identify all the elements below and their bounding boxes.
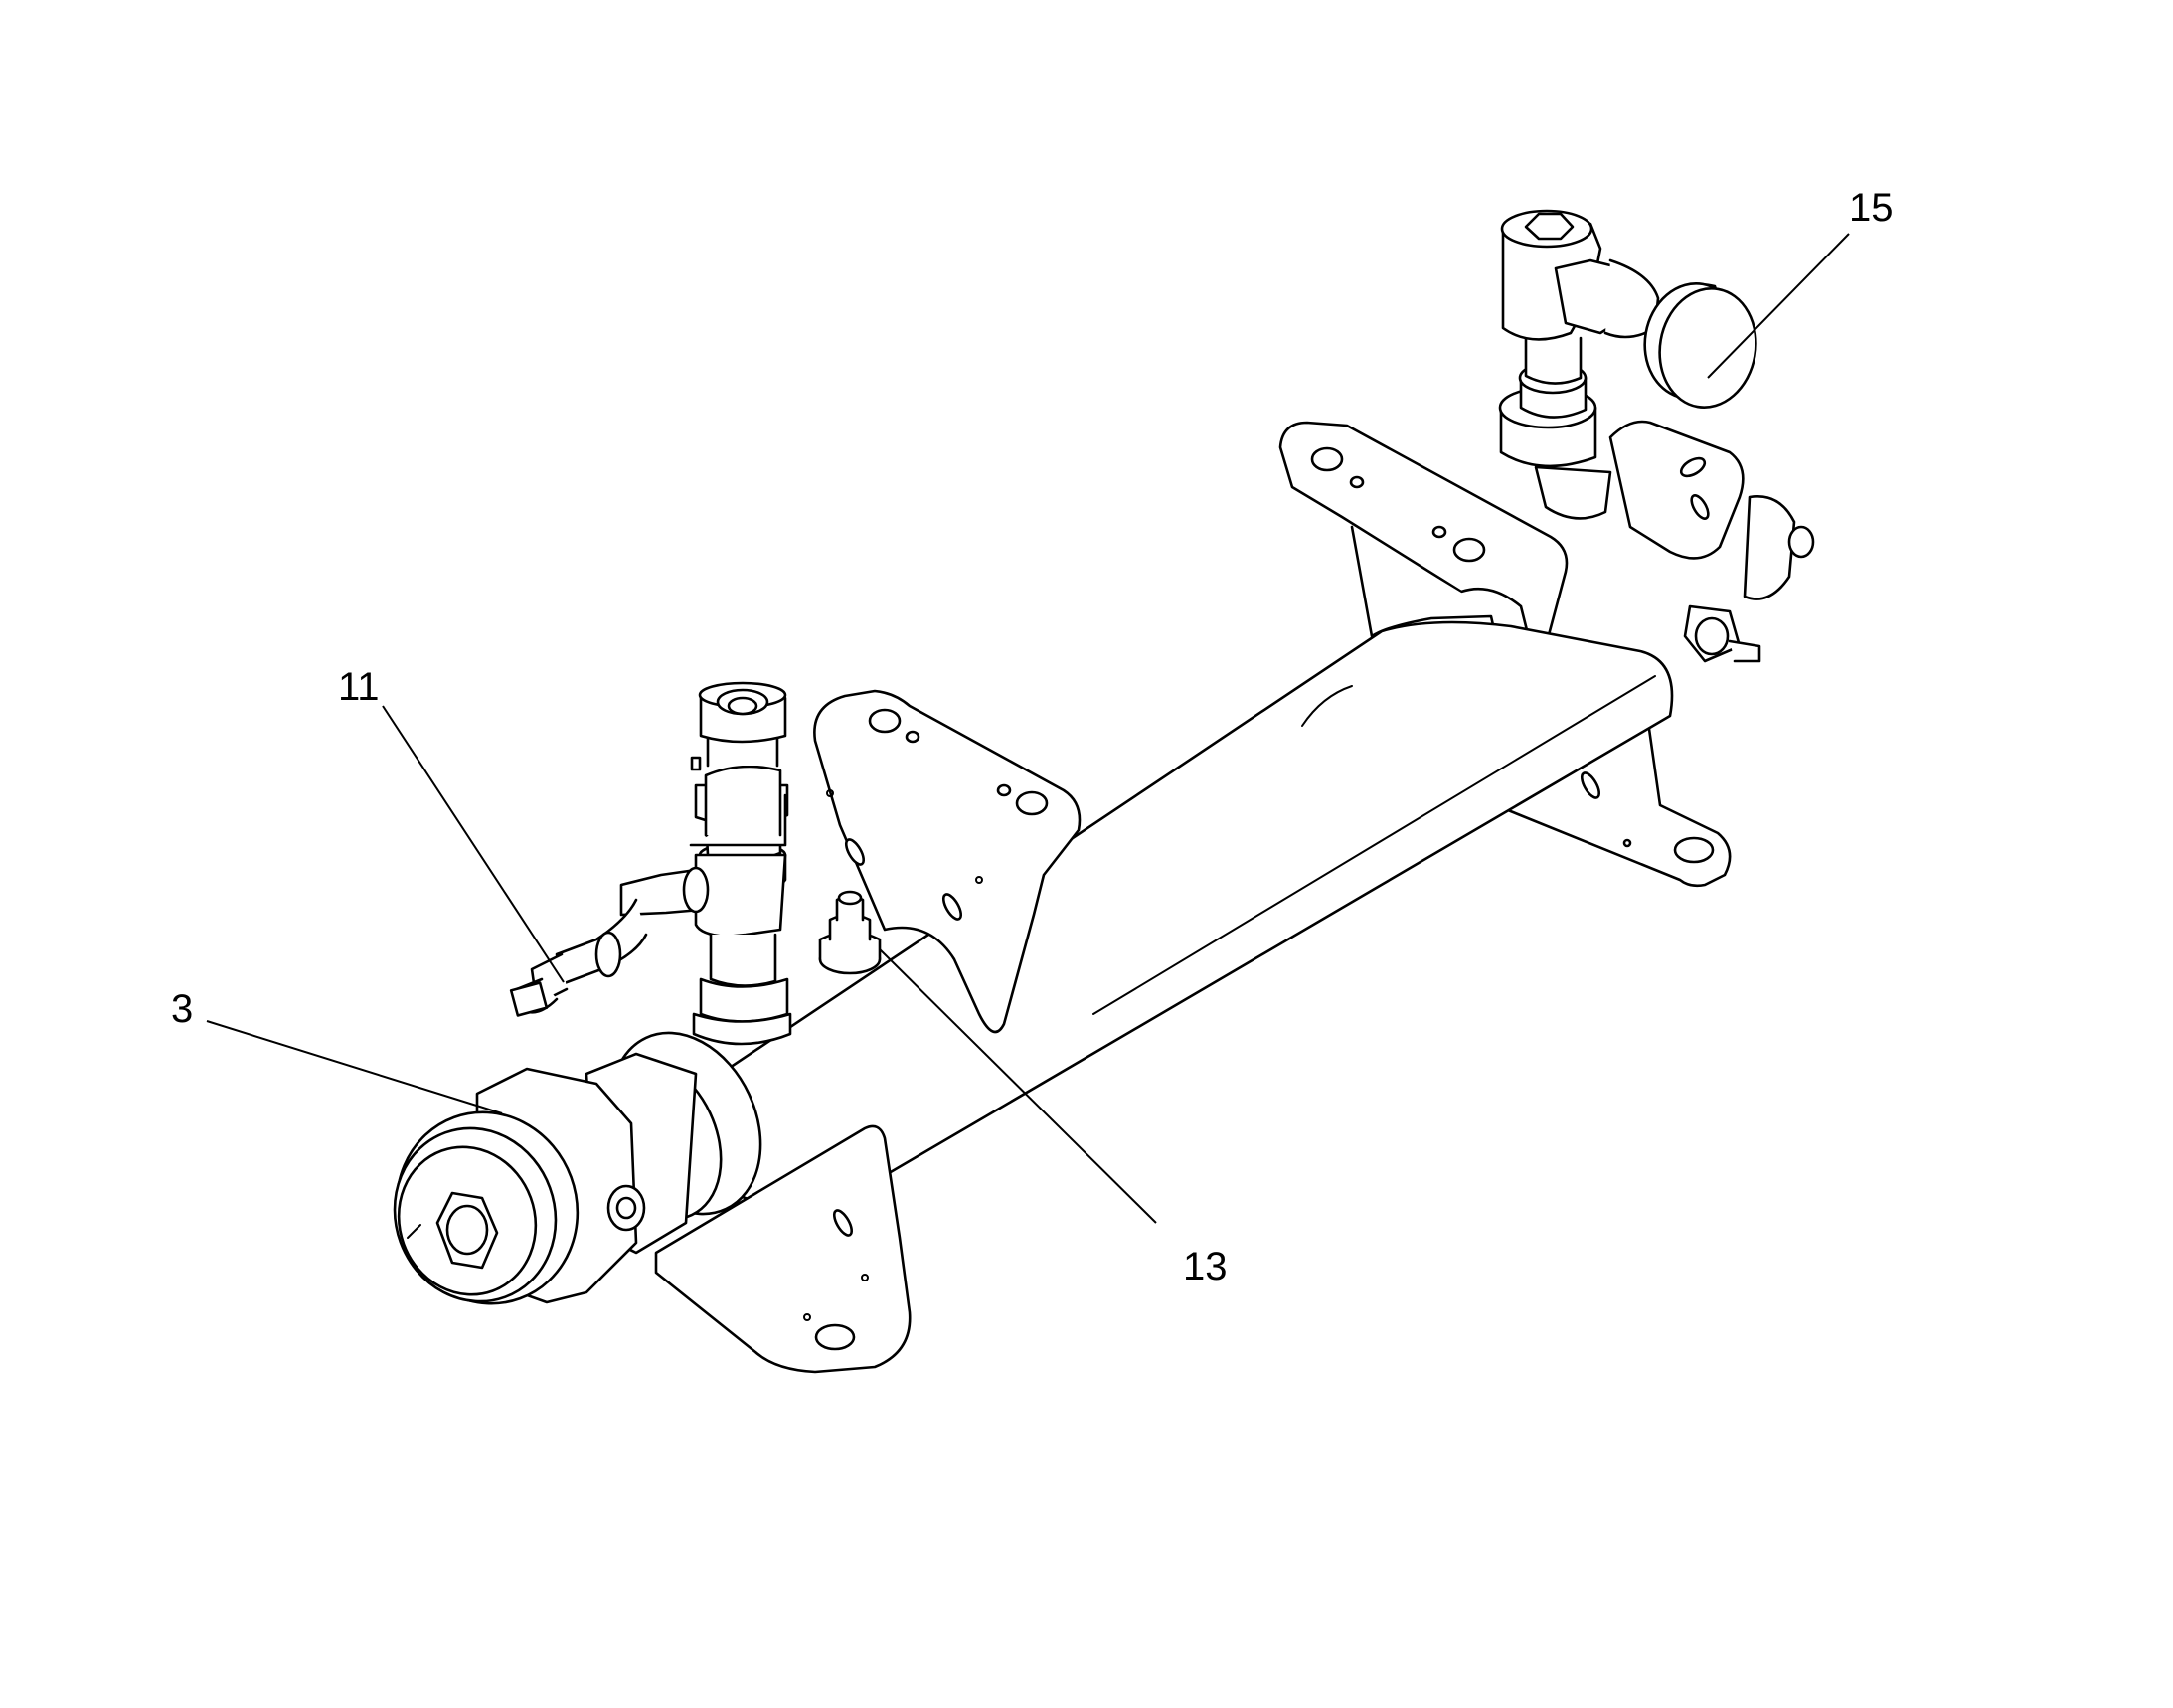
leader-lines: [206, 233, 1850, 1224]
callout-13: 13: [1183, 1245, 1228, 1288]
leader-15: [1707, 233, 1850, 379]
test-port-fitting: [818, 890, 882, 975]
callout-11: 11: [338, 665, 380, 709]
tee-fitting-assembly: [509, 681, 792, 1046]
leader-3: [206, 1020, 503, 1114]
lower-foot-bracket: [654, 1124, 912, 1374]
rear-mounting-bracket: [1278, 421, 1732, 888]
callout-3: 3: [171, 987, 193, 1031]
callout-15: 15: [1849, 186, 1894, 230]
leader-13: [879, 948, 1157, 1224]
leader-11: [382, 705, 565, 983]
front-mounting-bracket: [813, 689, 1082, 1034]
callout-labels: 3 11 13 15: [171, 186, 1894, 1288]
pressure-gauge-assembly: [1498, 209, 1815, 663]
end-cap-assembly: [393, 1031, 762, 1305]
